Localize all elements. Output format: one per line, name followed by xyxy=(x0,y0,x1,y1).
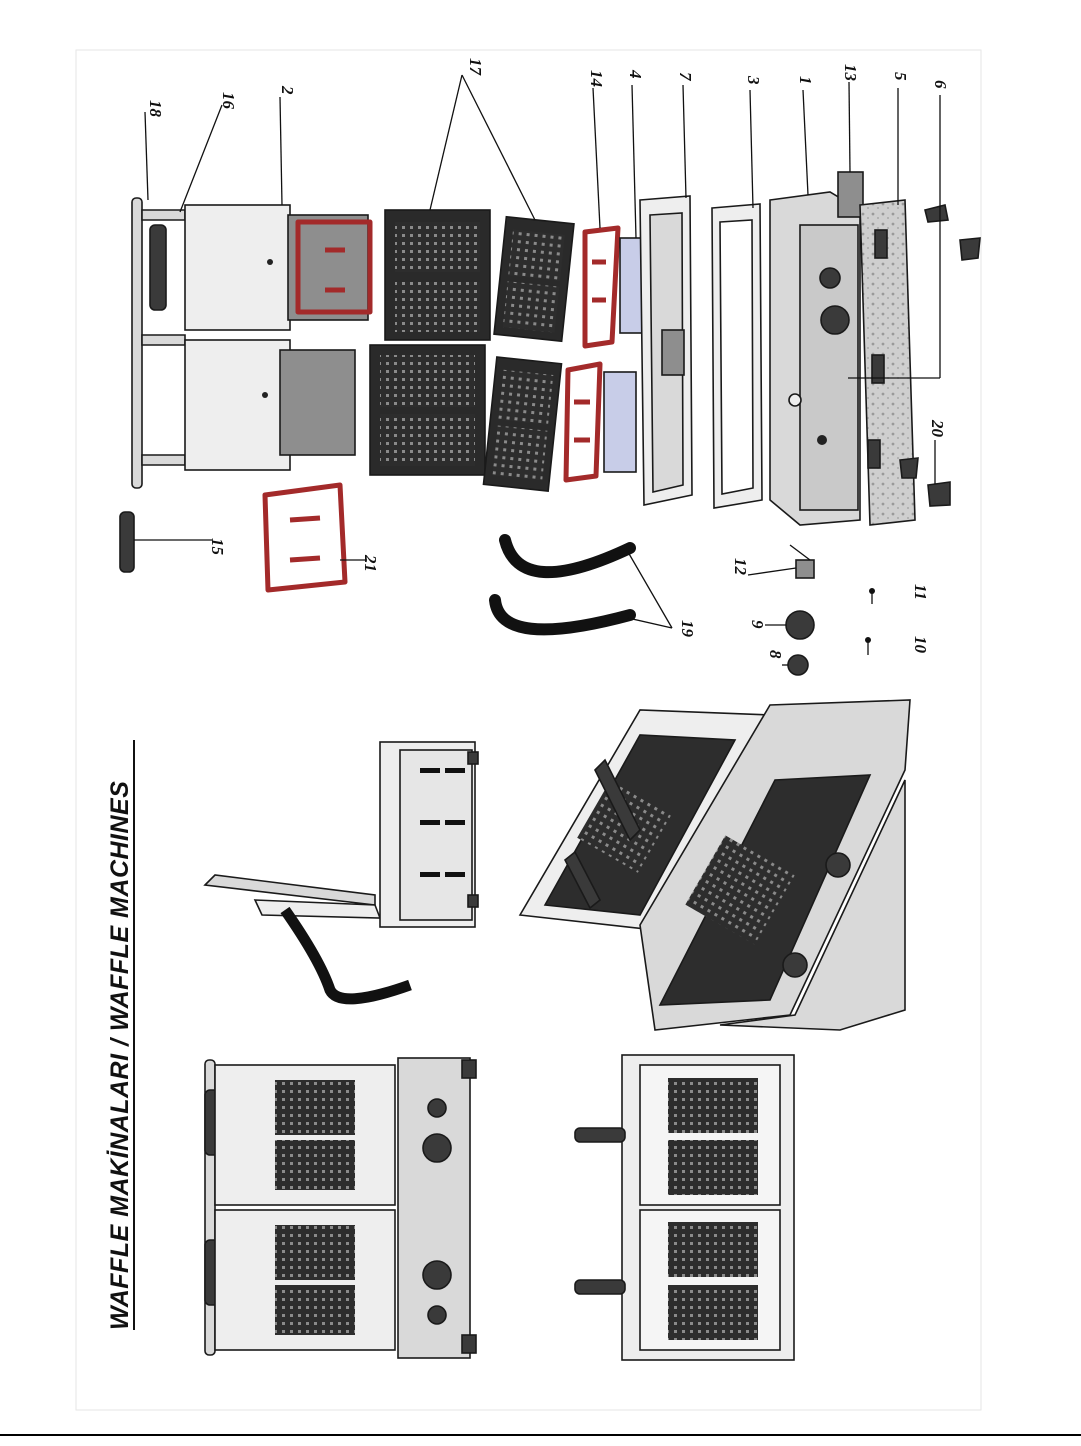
callout-21: 21 xyxy=(361,554,380,572)
front-view xyxy=(205,1058,476,1358)
callout-6: 6 xyxy=(931,80,950,89)
callout-8: 8 xyxy=(766,650,785,659)
upper-heater-shields xyxy=(280,215,370,455)
bottom-rule xyxy=(0,1434,1081,1436)
top-view xyxy=(575,1055,794,1360)
callout-11: 11 xyxy=(911,584,930,600)
side-view xyxy=(205,742,478,999)
isometric-view xyxy=(520,700,910,1030)
callout-7: 7 xyxy=(676,72,695,82)
part-19-hoses xyxy=(495,540,630,629)
part-7-frame xyxy=(640,196,692,505)
callout-10: 10 xyxy=(911,636,930,654)
part-13-terminal xyxy=(838,172,863,217)
part-21-heater xyxy=(265,485,345,590)
part-8-knob xyxy=(788,655,808,675)
part-1-main-body xyxy=(770,192,860,525)
page-title: WAFFLE MAKİNALARI / WAFFLE MACHINES xyxy=(106,781,134,1330)
callout-5: 5 xyxy=(891,72,910,81)
callout-9: 9 xyxy=(748,620,767,629)
callout-12: 12 xyxy=(731,558,750,576)
callout-18: 18 xyxy=(146,100,165,118)
callout-3: 3 xyxy=(744,75,763,85)
callout-14: 14 xyxy=(587,70,606,87)
callout-2: 2 xyxy=(278,85,297,95)
callout-4: 4 xyxy=(626,69,645,79)
callout-15: 15 xyxy=(208,538,227,556)
part-2-upper-lids xyxy=(185,205,290,470)
part-17-waffle-plates xyxy=(370,210,574,491)
callout-13: 13 xyxy=(841,64,860,82)
callout-1: 1 xyxy=(796,76,815,85)
small-parts xyxy=(786,545,875,675)
callout-20: 20 xyxy=(928,419,947,438)
part-12-switch xyxy=(796,560,814,578)
part-9-knob xyxy=(786,611,814,639)
callout-17: 17 xyxy=(466,58,485,77)
callout-19: 19 xyxy=(678,620,697,638)
part-3-inner-frame xyxy=(712,204,762,508)
title-group: WAFFLE MAKİNALARI / WAFFLE MACHINES xyxy=(106,740,134,1330)
part-15-handle-grip xyxy=(120,512,212,572)
